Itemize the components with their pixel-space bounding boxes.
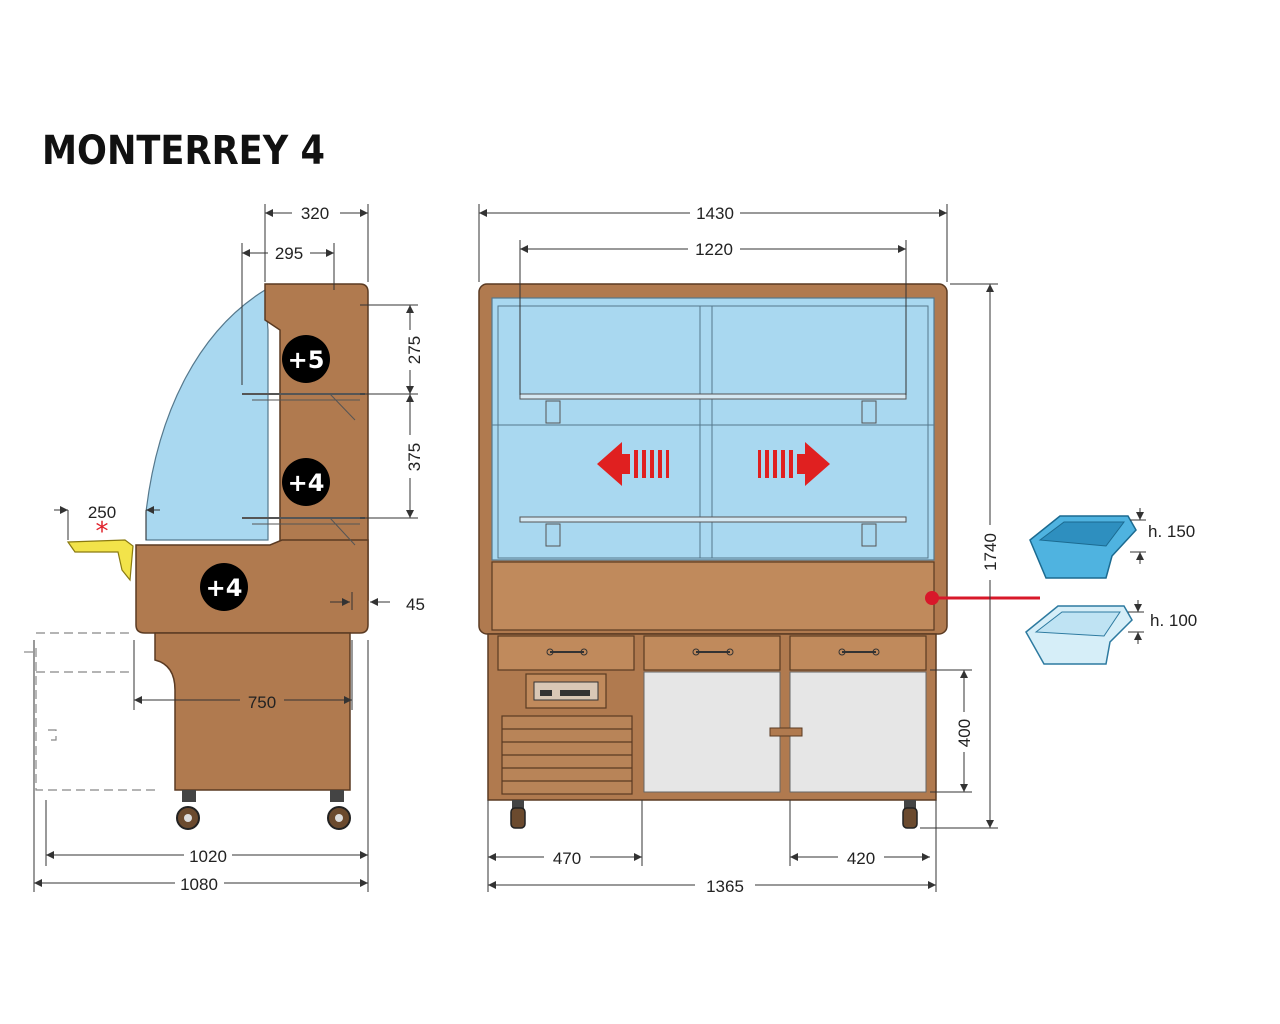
dim-470: 470 [487,800,643,892]
badge-plus4-bottom: +4 [200,563,248,611]
dim-375: 375 [360,394,424,519]
dim-1430: 1430 [478,204,948,282]
dim-420: 420 [789,800,937,892]
dim-1080-label: 1080 [180,875,218,894]
dim-1365-label: 1365 [706,877,744,896]
dim-1740: 1740 [920,283,1000,829]
front-vents [501,715,633,795]
arrow-right-icon [758,442,830,486]
pan-deep-label: h. 150 [1148,522,1195,541]
front-counter-band [491,561,935,631]
front-drawers [497,635,927,671]
dim-470-label: 470 [553,849,581,868]
front-door-left [643,671,781,793]
side-yellow-tray [66,539,134,582]
side-shelf-middle [242,517,365,546]
arrow-left-icon [597,442,669,486]
dim-295-label: 295 [275,244,303,263]
pan-shallow: h. 100 [1025,600,1197,665]
front-shelf-top [519,393,907,424]
dim-1020: 1020 [45,640,369,892]
dim-1020-label: 1020 [189,847,227,866]
dim-275-label: 275 [405,336,424,364]
front-view: 1430 1220 1740 400 470 [478,204,1040,896]
dim-1220: 1220 [519,240,907,395]
dim-320: 320 [264,204,369,282]
dim-1080: 1080 [33,640,368,894]
dim-45: 45 [330,592,425,614]
side-glass-canopy [145,288,269,541]
pan-shallow-label: h. 100 [1150,611,1197,630]
control-panel [525,673,607,709]
asterisk-marker: * [96,517,109,547]
dim-400: 400 [930,669,974,793]
dim-295: 295 [241,243,335,385]
dim-1430-label: 1430 [696,204,734,223]
front-caster-left [510,800,526,829]
dim-45-label: 45 [406,595,425,614]
front-door-right [789,671,927,793]
front-shelf-middle [519,516,907,547]
side-counter [135,539,369,634]
side-dashed-outline [24,632,160,791]
dim-250: 250 * [54,503,160,547]
side-base [154,632,351,791]
side-wheel-right [327,790,351,830]
front-glass [491,297,935,561]
dim-250-label: 250 [88,503,116,522]
dim-1740-label: 1740 [981,533,1000,571]
side-wheel-left [176,790,200,830]
badge-plus4-middle: +4 [282,458,330,506]
badge-plus4-bottom-label: +4 [206,574,243,602]
badge-plus5: +5 [282,335,330,383]
dim-400-label: 400 [955,719,974,747]
badge-plus4-middle-label: +4 [288,469,325,497]
pan-indicator [925,591,1040,605]
badge-plus5-label: +5 [288,346,325,374]
side-view: +5 +4 +4 320 295 [24,204,425,894]
dim-750: 750 [133,640,353,712]
side-shelf-top [242,393,365,421]
dim-1365: 1365 [488,877,936,896]
product-title: MONTERREY 4 [42,128,325,174]
dim-750-label: 750 [248,693,276,712]
dim-275: 275 [360,304,424,395]
dim-420-label: 420 [847,849,875,868]
pan-deep: h. 150 [1029,508,1195,579]
front-caster-right [902,800,918,829]
dim-375-label: 375 [405,443,424,471]
dim-320-label: 320 [301,204,329,223]
dim-1220-label: 1220 [695,240,733,259]
